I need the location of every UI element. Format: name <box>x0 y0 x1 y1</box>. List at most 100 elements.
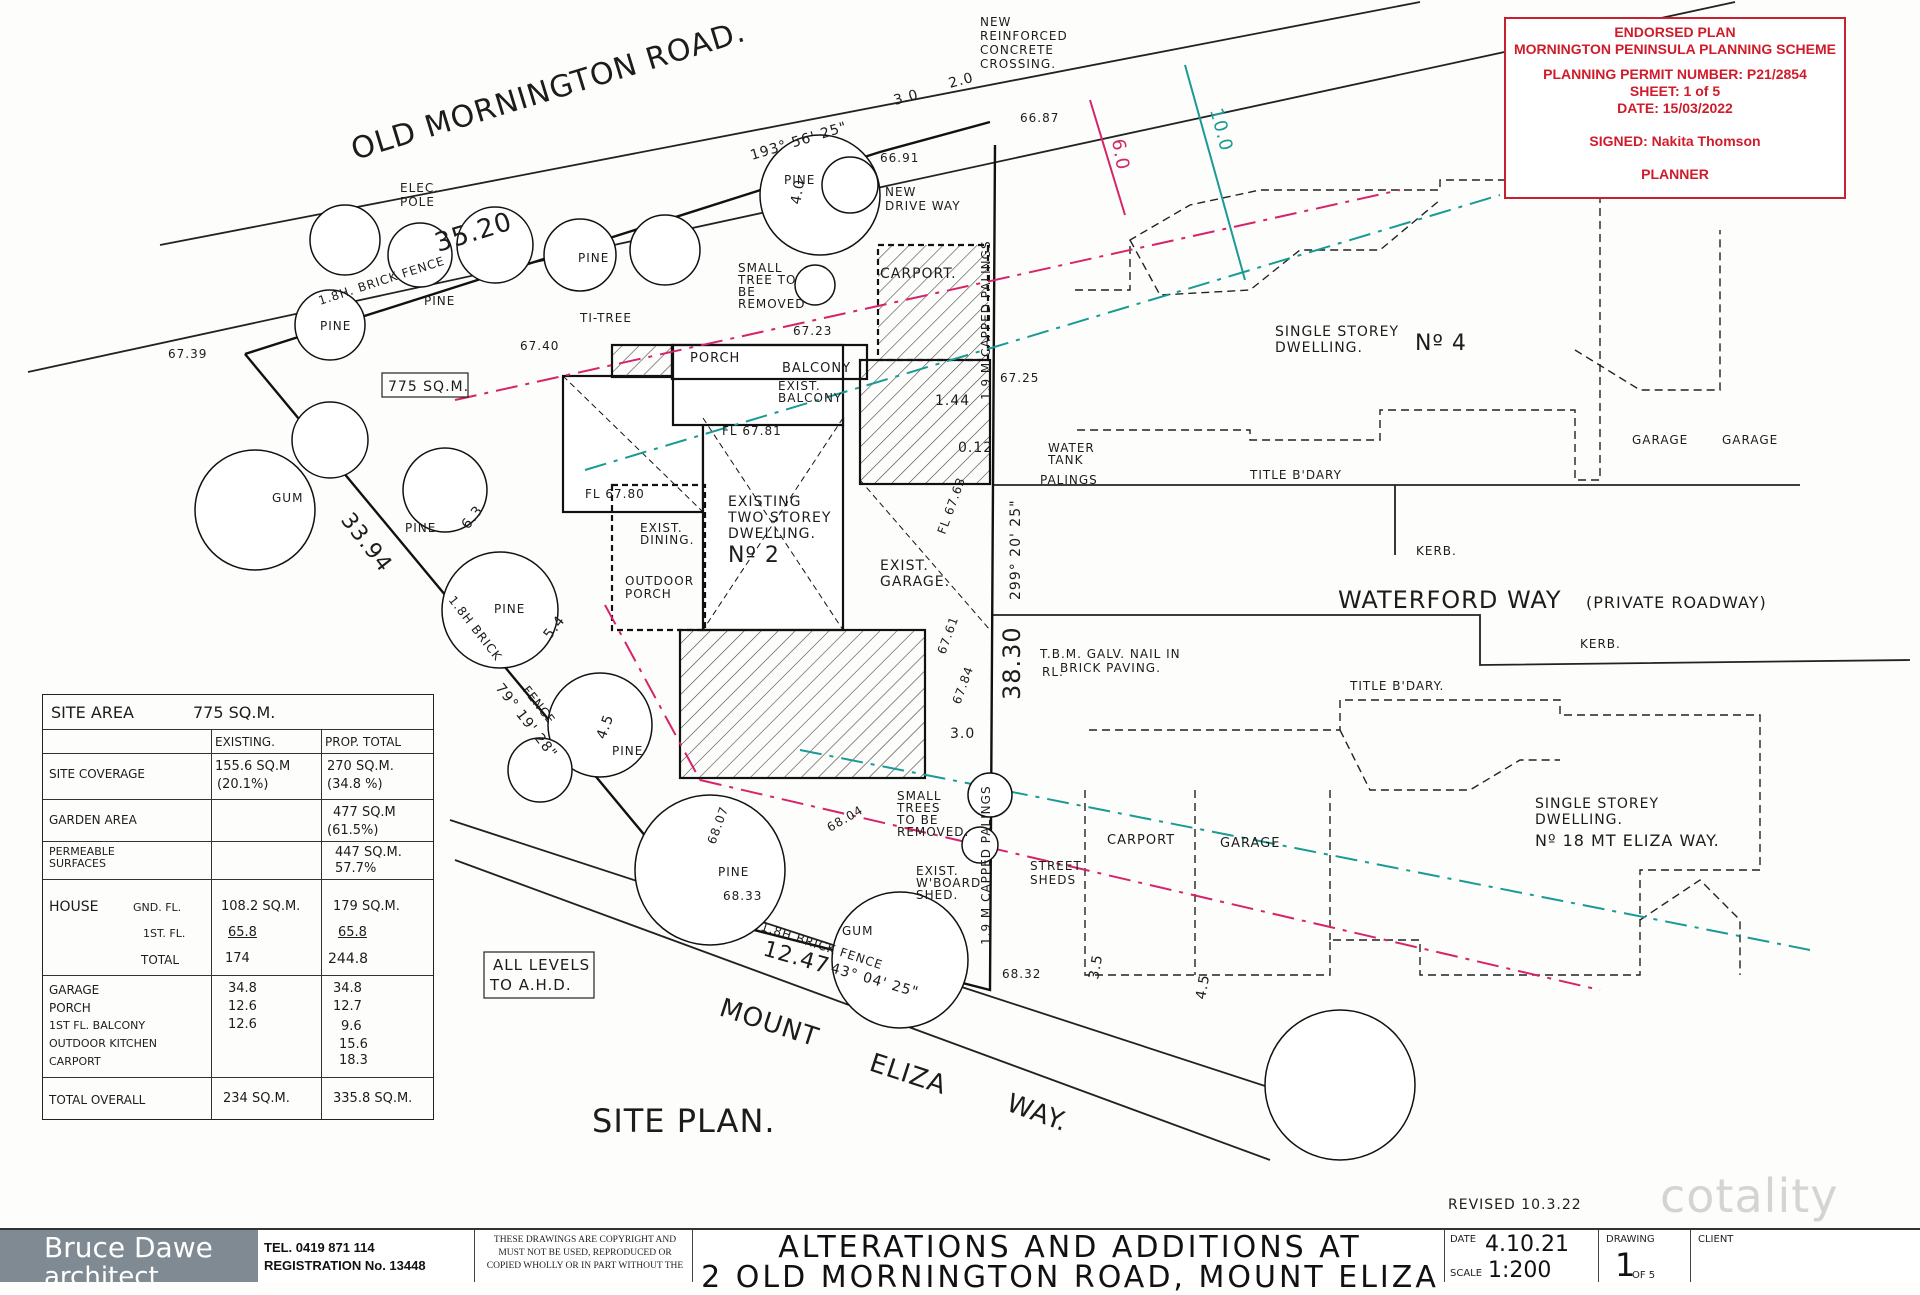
svg-text:38.30: 38.30 <box>998 626 1026 700</box>
svg-text:SHED.: SHED. <box>916 888 958 902</box>
road-mount-b: ELIZA <box>866 1048 951 1101</box>
drawing-of: OF 5 <box>1632 1270 1656 1281</box>
svg-text:Nº 4: Nº 4 <box>1415 331 1467 356</box>
svg-text:1.44: 1.44 <box>935 393 970 409</box>
firm-name: Bruce Dawe <box>44 1231 213 1264</box>
svg-text:TWO STOREY: TWO STOREY <box>727 510 831 526</box>
svg-text:PINE: PINE <box>424 294 455 308</box>
svg-text:BRICK PAVING.: BRICK PAVING. <box>1060 661 1161 675</box>
svg-text:DWELLING.: DWELLING. <box>1535 812 1623 828</box>
svg-text:WATER: WATER <box>1048 441 1095 455</box>
stamp-date: DATE: 15/03/2022 <box>1617 100 1733 116</box>
svg-text:TITLE B'DARY: TITLE B'DARY <box>1249 468 1342 482</box>
svg-text:3.0: 3.0 <box>950 726 975 742</box>
permeable-label: PERMEABLE <box>49 845 115 858</box>
svg-text:REINFORCED: REINFORCED <box>980 29 1068 43</box>
svg-text:DINING.: DINING. <box>640 533 694 547</box>
road-mount-c: WAY. <box>1003 1088 1072 1138</box>
svg-text:DRIVE WAY: DRIVE WAY <box>885 199 961 213</box>
road-mount-a: MOUNT <box>716 993 823 1053</box>
stamp-role: PLANNER <box>1641 166 1709 182</box>
svg-text:SMALL: SMALL <box>897 789 942 803</box>
svg-text:3.5: 3.5 <box>1086 953 1106 981</box>
svg-text:PORCH: PORCH <box>625 587 672 601</box>
carport-label: CARPORT <box>49 1055 101 1068</box>
overall-proposed: 335.8 SQ.M. <box>333 1091 413 1106</box>
garage-label: GARAGE <box>49 983 100 997</box>
svg-text:3.0: 3.0 <box>892 87 921 109</box>
svg-text:68.32: 68.32 <box>1002 967 1041 981</box>
site-area-label: SITE AREA <box>51 703 134 722</box>
outdoor-kitchen-label: OUTDOOR KITCHEN <box>49 1037 158 1050</box>
first-proposed: 65.8 <box>338 925 367 940</box>
svg-text:PINE: PINE <box>784 173 815 187</box>
svg-text:2.0: 2.0 <box>947 70 976 92</box>
svg-text:GARAGE: GARAGE <box>1722 433 1778 447</box>
dwelling-no2 <box>561 243 992 780</box>
site-coverage-proposed: 270 SQ.M. <box>327 759 394 774</box>
setback-arrows <box>1089 64 1246 281</box>
gnd-proposed: 179 SQ.M. <box>333 899 400 914</box>
svg-text:Nº 18 MT ELIZA WAY.: Nº 18 MT ELIZA WAY. <box>1535 831 1720 850</box>
svg-text:GARAGE: GARAGE <box>1632 433 1688 447</box>
house-label: HOUSE <box>49 899 99 915</box>
total-proposed: 244.8 <box>328 951 369 967</box>
garden-area-proposed: 477 SQ.M <box>333 805 396 820</box>
svg-text:PALINGS: PALINGS <box>1040 473 1098 487</box>
svg-text:TO A.H.D.: TO A.H.D. <box>489 976 572 994</box>
garden-area-label: GARDEN AREA <box>49 813 137 827</box>
svg-text:EXISTING: EXISTING <box>728 494 801 510</box>
site-area-table: SITE AREA 775 SQ.M. EXISTING. PROP. TOTA… <box>42 694 434 1120</box>
svg-text:TREE TO: TREE TO <box>737 273 796 287</box>
svg-text:EXIST.: EXIST. <box>916 864 959 878</box>
svg-text:67.61: 67.61 <box>935 614 962 656</box>
title-block: Bruce Dawe architect TEL. 0419 871 114 R… <box>0 1228 1920 1295</box>
setback-lines <box>454 189 1811 991</box>
date-value: 4.10.21 <box>1485 1232 1569 1257</box>
svg-text:10.0: 10.0 <box>1205 106 1237 154</box>
gnd-label: GND. FL. <box>133 901 182 914</box>
svg-text:REMOVED.: REMOVED. <box>897 825 969 839</box>
first-existing: 65.8 <box>228 925 257 940</box>
balcony-proposed: 9.6 <box>341 1019 362 1034</box>
svg-text:EXIST.: EXIST. <box>880 558 929 574</box>
svg-text:66.91: 66.91 <box>880 151 919 165</box>
svg-text:SHEDS: SHEDS <box>1030 873 1076 887</box>
svg-text:BALCONY: BALCONY <box>778 391 842 405</box>
svg-text:4.5: 4.5 <box>1193 973 1213 1001</box>
neighbour-no4 <box>1075 179 1721 481</box>
svg-text:REVISED 10.3.22: REVISED 10.3.22 <box>1448 1197 1582 1213</box>
stamp-sheet: SHEET: 1 of 5 <box>1629 83 1721 99</box>
permeable-label2: SURFACES <box>49 857 106 870</box>
area-tag-box <box>381 372 469 398</box>
svg-text:TI-TREE: TI-TREE <box>579 311 632 325</box>
project-title-line1: ALTERATIONS AND ADDITIONS AT <box>778 1230 1362 1265</box>
svg-text:68.04: 68.04 <box>825 803 866 835</box>
copyright-note: THESE DRAWINGS ARE COPYRIGHT AND MUST NO… <box>486 1235 684 1271</box>
neighbour-no18 <box>1084 699 1761 976</box>
svg-text:NEW: NEW <box>980 15 1011 29</box>
drawing-value: 1 <box>1615 1246 1636 1284</box>
svg-text:0.12: 0.12 <box>958 440 993 456</box>
svg-text:KERB.: KERB. <box>1416 544 1457 558</box>
svg-text:BE: BE <box>738 285 756 299</box>
project-title-line2: 2 OLD MORNINGTON ROAD, MOUNT ELIZA <box>701 1260 1439 1295</box>
carport-proposed: 18.3 <box>339 1053 368 1068</box>
site-coverage-proposed-pct: (34.8 %) <box>327 777 383 792</box>
col-existing: EXISTING. <box>215 735 275 749</box>
svg-text:PINE: PINE <box>405 521 436 535</box>
svg-text:SINGLE STOREY: SINGLE STOREY <box>1275 324 1399 340</box>
firm-logo: Bruce Dawe architect <box>0 1230 258 1292</box>
stamp-line1: ENDORSED PLAN <box>1614 24 1736 40</box>
endorsement-stamp: ENDORSED PLAN MORNINGTON PENINSULA PLANN… <box>1504 17 1846 199</box>
svg-text:KERB.: KERB. <box>1580 637 1621 651</box>
svg-text:ELEC.: ELEC. <box>400 181 439 195</box>
svg-text:CONCRETE: CONCRETE <box>980 43 1054 57</box>
svg-text:1.9 M CAPPED PALINGS: 1.9 M CAPPED PALINGS <box>979 785 993 945</box>
outdoor-kitchen-proposed: 15.6 <box>339 1037 368 1052</box>
svg-text:SINGLE STOREY: SINGLE STOREY <box>1535 796 1659 812</box>
svg-text:33.94: 33.94 <box>335 508 397 577</box>
svg-text:PINE: PINE <box>494 602 525 616</box>
svg-text:OUTDOOR: OUTDOOR <box>625 574 694 588</box>
